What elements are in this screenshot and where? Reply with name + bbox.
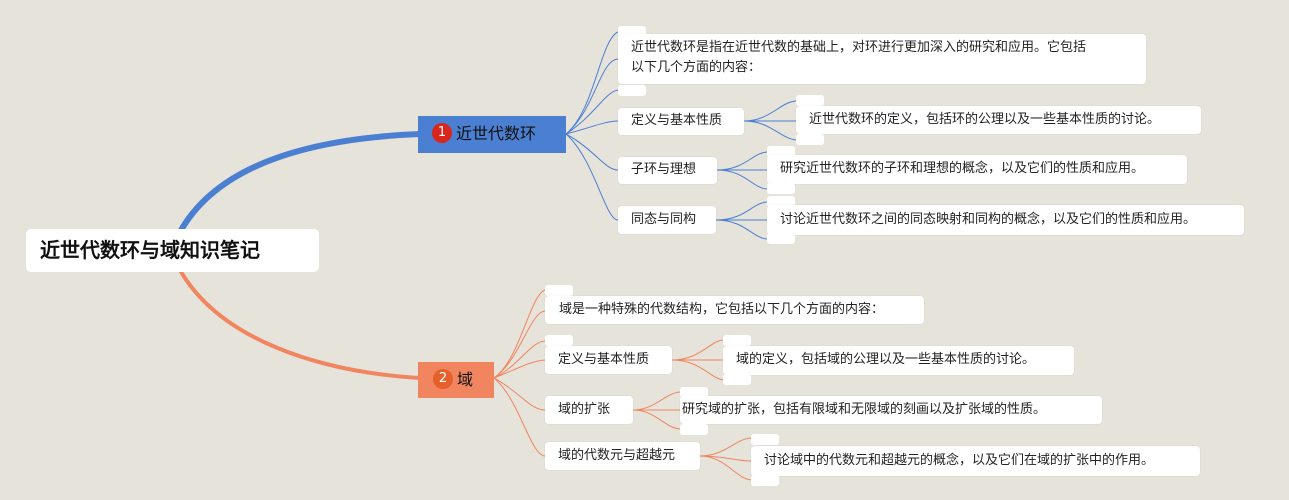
field-intro[interactable]: 域是一种特殊的代数结构，它包括以下几个方面的内容：: [545, 296, 924, 324]
field-fan: [493, 289, 546, 457]
branch-number-badge: 1: [432, 122, 452, 143]
field-detail-definition[interactable]: 域的定义，包括域的公理以及一些基本性质的讨论。: [723, 346, 1074, 375]
field-detail-extension[interactable]: 研究域的扩张，包括有限域和无限域的刻画以及扩张域的性质。: [680, 396, 1102, 424]
empty-node: [545, 335, 573, 346]
empty-node: [545, 285, 573, 296]
ring-topic-definition[interactable]: 定义与基本性质: [618, 108, 744, 135]
empty-node: [751, 434, 779, 445]
ring-subfans: [715, 100, 797, 240]
empty-node: [796, 95, 824, 106]
branch-number-badge: 2: [433, 368, 453, 389]
field-topic-extension[interactable]: 域的扩张: [545, 396, 633, 424]
branch-title: 近世代数环: [456, 124, 537, 143]
field-intro-line-1: 域是一种特殊的代数结构，它包括以下几个方面的内容：: [559, 302, 885, 317]
field-subfans: [632, 339, 752, 481]
ring-detail-definition[interactable]: 近世代数环的定义，包括环的公理以及一些基本性质的讨论。: [796, 106, 1201, 134]
branch-title: 域: [457, 370, 474, 389]
ring-detail-homomorphism[interactable]: 讨论近世代数环之间的同态映射和同构的概念，以及它们的性质和应用。: [767, 205, 1244, 235]
connector-root-ring: [177, 131, 423, 235]
empty-node: [680, 424, 708, 435]
empty-node: [680, 387, 708, 398]
empty-node: [796, 134, 824, 145]
empty-node: [767, 233, 795, 244]
empty-node: [723, 335, 751, 346]
root-title[interactable]: 近世代数环与域知识笔记: [26, 229, 319, 272]
empty-node: [767, 146, 795, 157]
field-detail-algebraic[interactable]: 讨论域中的代数元和超越元的概念，以及它们在域的扩张中的作用。: [751, 446, 1200, 476]
empty-node: [618, 85, 646, 96]
ring-intro[interactable]: 近世代数环是指在近世代数的基础上，对环进行更加深入的研究和应用。它包括 以下几个…: [618, 34, 1146, 84]
ring-topic-homomorphism[interactable]: 同态与同构: [618, 206, 716, 234]
field-topic-algebraic[interactable]: 域的代数元与超越元: [545, 442, 700, 470]
empty-node: [723, 374, 751, 385]
ring-intro-line-2: 以下几个方面的内容：: [631, 60, 762, 75]
empty-node: [767, 183, 795, 194]
connector-root-field: [178, 268, 422, 380]
ring-fan: [565, 31, 619, 221]
field-topic-definition[interactable]: 定义与基本性质: [545, 346, 672, 374]
ring-detail-subring[interactable]: 研究近世代数环的子环和理想的概念，以及它们的性质和应用。: [767, 155, 1187, 184]
ring-topic-subring[interactable]: 子环与理想: [618, 157, 717, 184]
ring-intro-line-1: 近世代数环是指在近世代数的基础上，对环进行更加深入的研究和应用。它包括: [631, 40, 1087, 55]
empty-node: [767, 196, 795, 207]
empty-node: [618, 26, 646, 37]
empty-node: [751, 475, 779, 486]
